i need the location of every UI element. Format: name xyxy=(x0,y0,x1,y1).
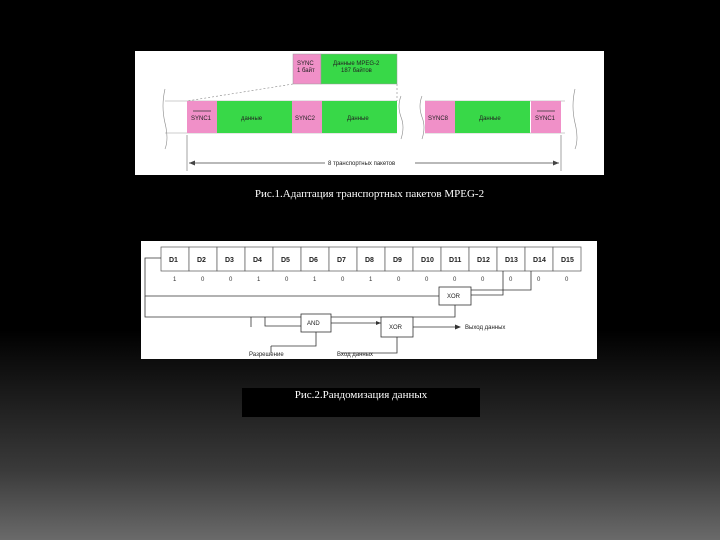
span-label-bg xyxy=(325,157,415,167)
register-label: D8 xyxy=(365,257,374,264)
and-label: AND xyxy=(307,321,320,327)
packet-data-1-label: данные xyxy=(241,116,263,122)
break-mark-right xyxy=(572,88,578,150)
register-bit: 0 xyxy=(453,277,457,283)
randomizer-svg: D11D20D30D41D50D61D70D81D90D100D110D120D… xyxy=(144,246,582,358)
register-label: D14 xyxy=(533,257,546,264)
register-label: D9 xyxy=(393,257,402,264)
register-bit: 0 xyxy=(285,277,289,283)
packet-sync2-label: SYNC2 xyxy=(295,116,316,122)
break-mark-2 xyxy=(419,95,425,140)
register-label: D1 xyxy=(169,257,178,264)
register-cell xyxy=(356,246,386,272)
register-cell xyxy=(468,246,498,272)
register-cell xyxy=(384,246,414,272)
register-cell xyxy=(440,246,470,272)
packet-sync1-block xyxy=(187,101,217,133)
register-label: D4 xyxy=(253,257,262,264)
register-label: D6 xyxy=(309,257,318,264)
register-bit: 1 xyxy=(313,277,317,283)
register-label: D12 xyxy=(477,257,490,264)
and-to-xor-arrow xyxy=(376,321,381,325)
packet-sync2-block xyxy=(292,101,322,133)
guide-line-left xyxy=(186,83,294,102)
register-cell xyxy=(244,246,274,272)
register-cell xyxy=(300,246,330,272)
xor-feedback-label: XOR xyxy=(447,294,461,300)
register-label: D13 xyxy=(505,257,518,264)
register-bit: 0 xyxy=(481,277,485,283)
register-cell xyxy=(328,246,358,272)
register-cell xyxy=(160,246,190,272)
tap-line-d15 xyxy=(471,271,532,291)
feedback-branch-line xyxy=(144,296,456,318)
and-feed-line xyxy=(264,317,301,327)
packet-sync1-end-label: SYNC1 xyxy=(535,116,556,122)
enable-input-label: Разрешение xyxy=(249,352,284,358)
register-bit: 0 xyxy=(341,277,345,283)
register-label: D7 xyxy=(337,257,346,264)
register-bit: 0 xyxy=(565,277,569,283)
packet-sync8-block xyxy=(425,101,455,133)
shift-register-row: D11D20D30D41D50D61D70D81D90D100D110D120D… xyxy=(160,246,582,283)
register-label: D2 xyxy=(197,257,206,264)
data-input-label: Вход данных xyxy=(337,352,373,358)
xor-output-label: XOR xyxy=(389,325,403,331)
register-bit: 0 xyxy=(537,277,541,283)
figure1-caption: Рис.1.Адаптация транспортных пакетов MPE… xyxy=(254,188,485,200)
register-cell xyxy=(524,246,554,272)
packet-data-3-label: Данные xyxy=(479,116,501,122)
output-arrow xyxy=(455,324,461,330)
top-data-block xyxy=(320,53,398,85)
output-label: Выход данных xyxy=(465,325,505,331)
packet-sync8-label: SYNC8 xyxy=(428,116,449,122)
packet-data-2-label: Данные xyxy=(347,116,369,122)
register-label: D5 xyxy=(281,257,290,264)
register-label: D11 xyxy=(449,257,462,264)
span-arrow-right-head xyxy=(553,160,559,166)
span-arrow-left-head xyxy=(189,160,195,166)
packet-sync1-end-block xyxy=(531,101,561,133)
break-mark-1 xyxy=(398,95,404,140)
register-label: D10 xyxy=(421,257,434,264)
register-bit: 1 xyxy=(173,277,177,283)
register-bit: 1 xyxy=(369,277,373,283)
tap-line-d14 xyxy=(471,271,504,296)
data-input-line xyxy=(341,337,398,354)
packet-data-1-block xyxy=(217,101,292,133)
packet-data-3-block xyxy=(455,101,530,133)
figure2-caption: Рис.2.Рандомизация данных xyxy=(242,388,480,417)
packet-data-2-block xyxy=(322,101,397,133)
register-label: D3 xyxy=(225,257,234,264)
top-sync-block xyxy=(292,53,322,85)
enable-line xyxy=(271,332,317,347)
feedback-loop-line xyxy=(144,257,439,297)
register-bit: 0 xyxy=(425,277,429,283)
break-mark-left xyxy=(162,88,168,150)
register-bit: 0 xyxy=(229,277,233,283)
register-bit: 1 xyxy=(257,277,261,283)
register-cell xyxy=(272,246,302,272)
packet-sync1-label: SYNC1 xyxy=(191,116,212,122)
register-bit: 0 xyxy=(397,277,401,283)
register-label: D15 xyxy=(561,257,574,264)
register-bit: 0 xyxy=(201,277,205,283)
register-cell xyxy=(188,246,218,272)
register-bit: 0 xyxy=(509,277,513,283)
register-cell xyxy=(552,246,582,272)
register-cell xyxy=(412,246,442,272)
span-label: 8 транспортных пакетов xyxy=(328,161,395,167)
